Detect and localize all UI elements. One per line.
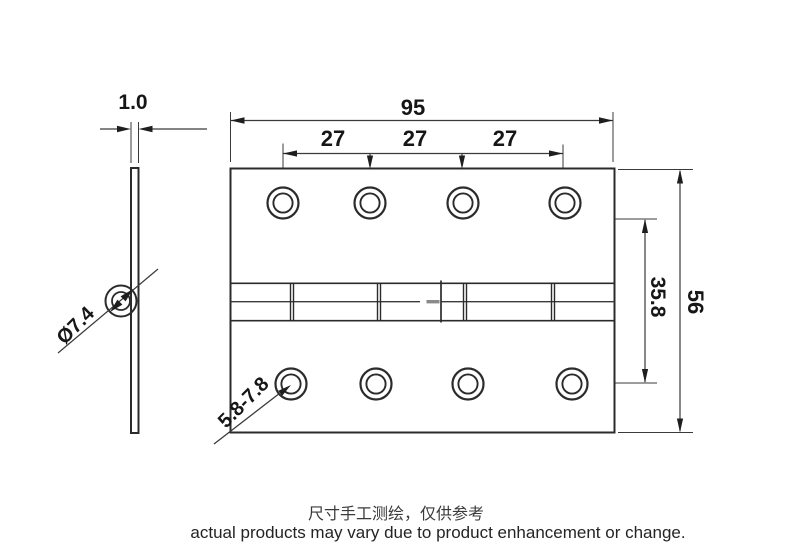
hinge-hole-inner bbox=[359, 192, 381, 214]
arrowhead-down-icon bbox=[676, 418, 684, 433]
note-chinese: 尺寸手工测绘，仅供参考 bbox=[308, 504, 484, 523]
screw-holes-top-row bbox=[266, 186, 582, 220]
arrowhead-upright-icon bbox=[120, 289, 133, 302]
hinge-hole bbox=[353, 186, 387, 220]
center-mark-dash bbox=[426, 300, 440, 304]
arrowhead-upright-icon bbox=[278, 385, 291, 396]
hinge-plate-outline bbox=[229, 167, 616, 434]
screw-holes-bottom-row bbox=[274, 367, 589, 401]
hinge-hole bbox=[446, 186, 480, 220]
arrowhead-left-icon bbox=[230, 117, 245, 124]
dim-thickness-label: 1.0 bbox=[118, 91, 147, 114]
hinge-hole bbox=[274, 367, 308, 401]
dim-height-label: 56 bbox=[683, 290, 708, 314]
arrowhead-down-icon bbox=[458, 155, 466, 169]
leader-line bbox=[213, 392, 281, 445]
arrowhead-right-icon bbox=[549, 150, 563, 157]
dim-spacing-label: 27 bbox=[493, 126, 517, 151]
dim-spacing-label: 27 bbox=[321, 126, 345, 151]
dim-width-label: 95 bbox=[401, 95, 425, 120]
arrowhead-right-icon bbox=[599, 117, 613, 124]
countersink-label: 5.8-7.8 bbox=[214, 373, 274, 433]
arrowhead-left-icon bbox=[283, 150, 297, 157]
dim-inner-height-label: 35.8 bbox=[646, 277, 669, 318]
arrowhead-down-icon bbox=[366, 155, 374, 169]
leader-line bbox=[57, 268, 159, 354]
side-view: 1.0 Ø7.4 bbox=[53, 91, 207, 434]
arrowhead-up-icon bbox=[641, 219, 649, 233]
hinge-hole-inner bbox=[280, 373, 302, 395]
barrel-outer-circle bbox=[104, 284, 138, 318]
side-plate-profile bbox=[130, 167, 140, 434]
hinge-hole bbox=[359, 367, 393, 401]
arrowhead-right-icon bbox=[117, 125, 131, 133]
hinge-hole bbox=[266, 186, 300, 220]
hinge-hole bbox=[555, 367, 589, 401]
hinge-hole-inner bbox=[452, 192, 474, 214]
hinge-hole bbox=[548, 186, 582, 220]
dim-width: 95 bbox=[230, 95, 614, 162]
front-view bbox=[229, 167, 616, 434]
dim-inner-height: 35.8 bbox=[615, 218, 669, 384]
arrowhead-left-icon bbox=[138, 125, 153, 133]
dim-height: 56 bbox=[618, 169, 708, 433]
dim-hole-spacing: 27 27 27 bbox=[282, 126, 564, 169]
footnotes: 尺寸手工测绘，仅供参考 actual products may vary due… bbox=[190, 504, 685, 542]
hinge-hole-inner bbox=[561, 373, 583, 395]
barrel-inner-circle bbox=[111, 291, 131, 311]
hinge-hole-inner bbox=[272, 192, 294, 214]
arrowhead-up-icon bbox=[676, 169, 684, 184]
hinge-hole-inner bbox=[554, 192, 576, 214]
arrowhead-downleft-icon bbox=[110, 299, 123, 312]
dim-spacing-label: 27 bbox=[403, 126, 427, 151]
note-english: actual products may vary due to product … bbox=[190, 523, 685, 542]
hole-diameter-label: Ø7.4 bbox=[53, 302, 100, 349]
arrowhead-down-icon bbox=[641, 369, 649, 383]
knuckle-dividers bbox=[289, 280, 556, 323]
hinge-hole-inner bbox=[365, 373, 387, 395]
hinge-hole bbox=[451, 367, 485, 401]
hinge-hole-inner bbox=[457, 373, 479, 395]
